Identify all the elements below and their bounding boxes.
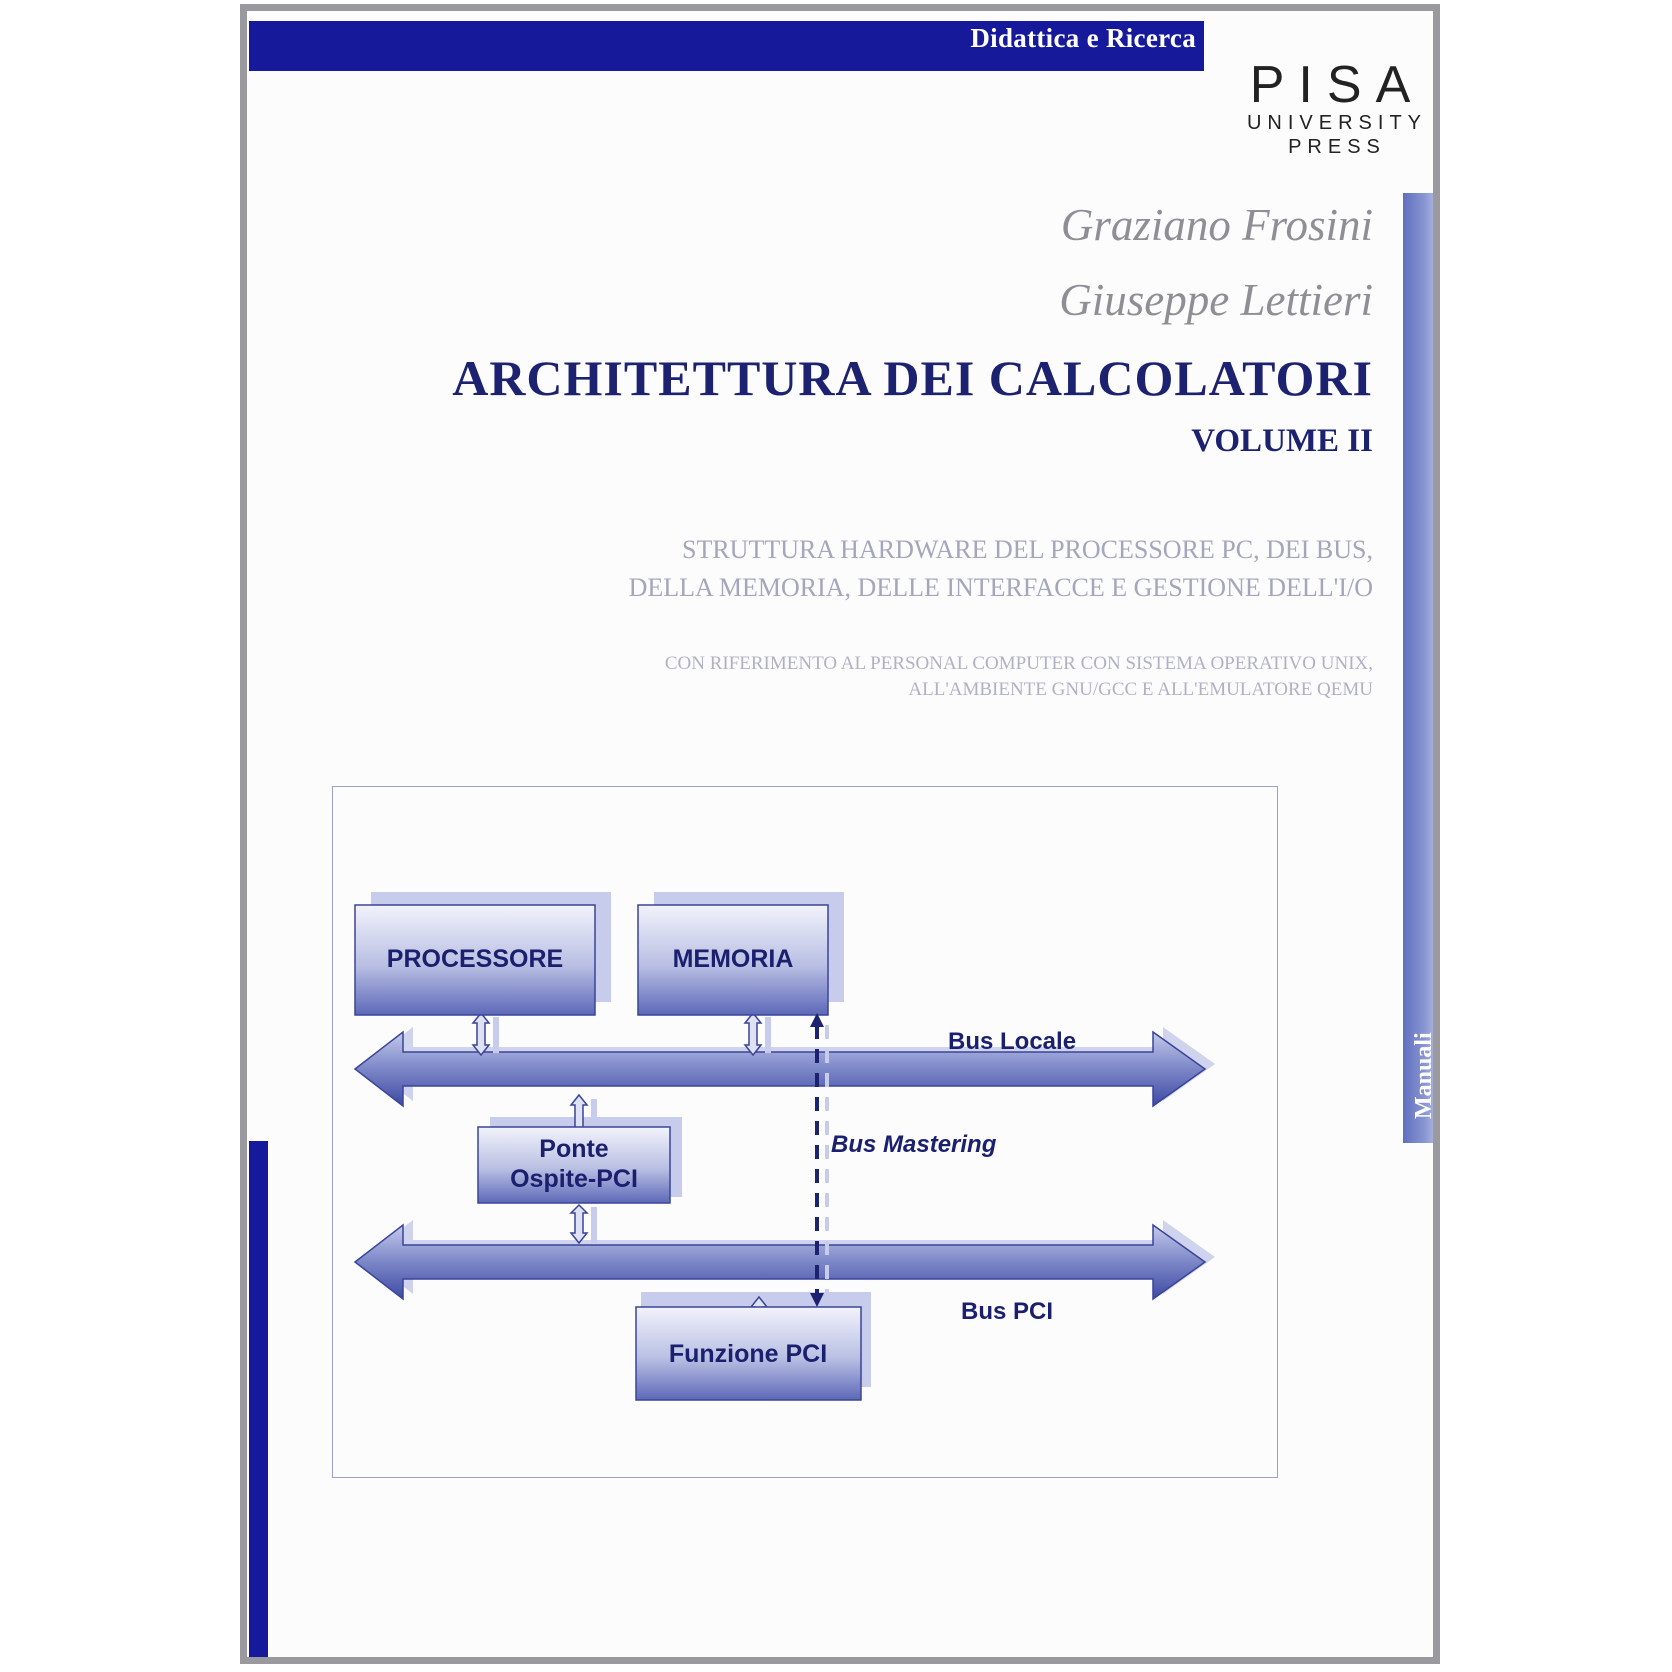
- subtitle-line-2: DELLA MEMORIA, DELLE INTERFACCE E GESTIO…: [628, 573, 1373, 602]
- funzione-box: Funzione PCI: [635, 1306, 862, 1401]
- publisher-name: PISA: [1249, 56, 1425, 114]
- ponte-pci-connector: [569, 1203, 589, 1245]
- ponte-box: Ponte Ospite-PCI: [477, 1126, 671, 1204]
- series-band: Didattica e Ricerca: [249, 21, 1204, 71]
- bus-mastering-line: Bus Mastering: [810, 1013, 997, 1307]
- processore-box: PROCESSORE: [354, 904, 596, 1016]
- bus-pci: Bus PCI: [353, 1223, 1207, 1325]
- architecture-diagram: Bus Locale Bus PCI: [332, 786, 1278, 1478]
- volume-label: VOLUME II: [1191, 423, 1373, 459]
- right-accent-strip: [1403, 193, 1433, 1143]
- collection-label: Manuali: [1411, 1032, 1437, 1120]
- subtitle-line-1: STRUTTURA HARDWARE DEL PROCESSORE PC, DE…: [681, 535, 1373, 564]
- note-line-1: CON RIFERIMENTO AL PERSONAL COMPUTER CON…: [664, 653, 1373, 674]
- memoria-box: MEMORIA: [637, 904, 829, 1016]
- bus-locale-label: Bus Locale: [948, 1028, 1076, 1055]
- subtitle: STRUTTURA HARDWARE DEL PROCESSORE PC, DE…: [573, 531, 1373, 607]
- publisher-line1: UNIVERSITY: [1246, 112, 1428, 134]
- left-accent-bar: [249, 1141, 268, 1657]
- diagram-svg: Bus Locale Bus PCI: [353, 892, 1215, 1401]
- ponte-label-1: Ponte: [539, 1135, 609, 1163]
- book-cover: Didattica e Ricerca Manuali PISA UNIVERS…: [240, 4, 1440, 1664]
- bus-mastering-label: Bus Mastering: [831, 1131, 997, 1158]
- processore-label: PROCESSORE: [387, 945, 563, 973]
- publisher-logo: PISA UNIVERSITY PRESS: [1237, 56, 1433, 159]
- proc-bus-connector: [471, 1011, 491, 1057]
- ponte-label-2: Ospite-PCI: [510, 1165, 638, 1193]
- book-title: ARCHITETTURA DEI CALCOLATORI: [452, 350, 1373, 406]
- mem-bus-connector: [743, 1011, 763, 1057]
- series-label: Didattica e Ricerca: [970, 23, 1196, 53]
- note-line-2: ALL'AMBIENTE GNU/GCC E ALL'EMULATORE QEM…: [908, 679, 1373, 700]
- author-2: Giuseppe Lettieri: [1059, 275, 1373, 325]
- bus-pci-label: Bus PCI: [961, 1298, 1053, 1325]
- publisher-line2: PRESS: [1288, 136, 1386, 158]
- funzione-label: Funzione PCI: [669, 1340, 827, 1368]
- bus-locale: Bus Locale: [353, 1028, 1207, 1108]
- memoria-label: MEMORIA: [673, 945, 794, 973]
- reference-note: CON RIFERIMENTO AL PERSONAL COMPUTER CON…: [513, 651, 1373, 703]
- author-1: Graziano Frosini: [1060, 200, 1373, 250]
